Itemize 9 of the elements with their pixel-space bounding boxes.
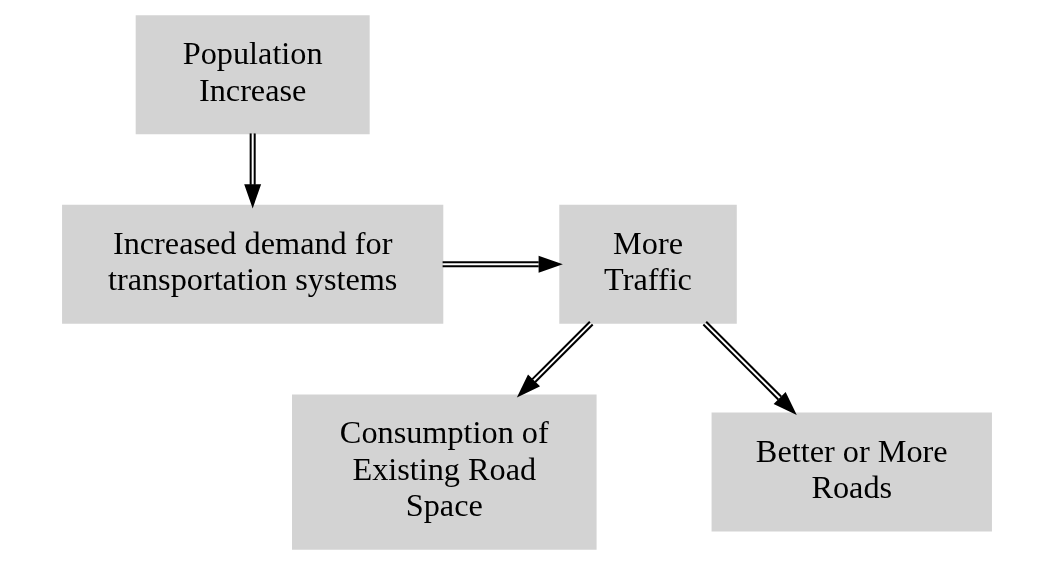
node-box: More Traffic — [558, 204, 737, 324]
arrow — [243, 133, 261, 209]
node-box: Population Increase — [135, 15, 370, 135]
arrow — [702, 320, 797, 416]
arrow — [516, 320, 593, 398]
node-box: Increased demand for transportation systems — [61, 204, 443, 324]
node-box: Consumption of Existing Road Space — [291, 394, 597, 550]
arrow — [442, 255, 563, 273]
node-box: Better or More Roads — [711, 412, 992, 532]
